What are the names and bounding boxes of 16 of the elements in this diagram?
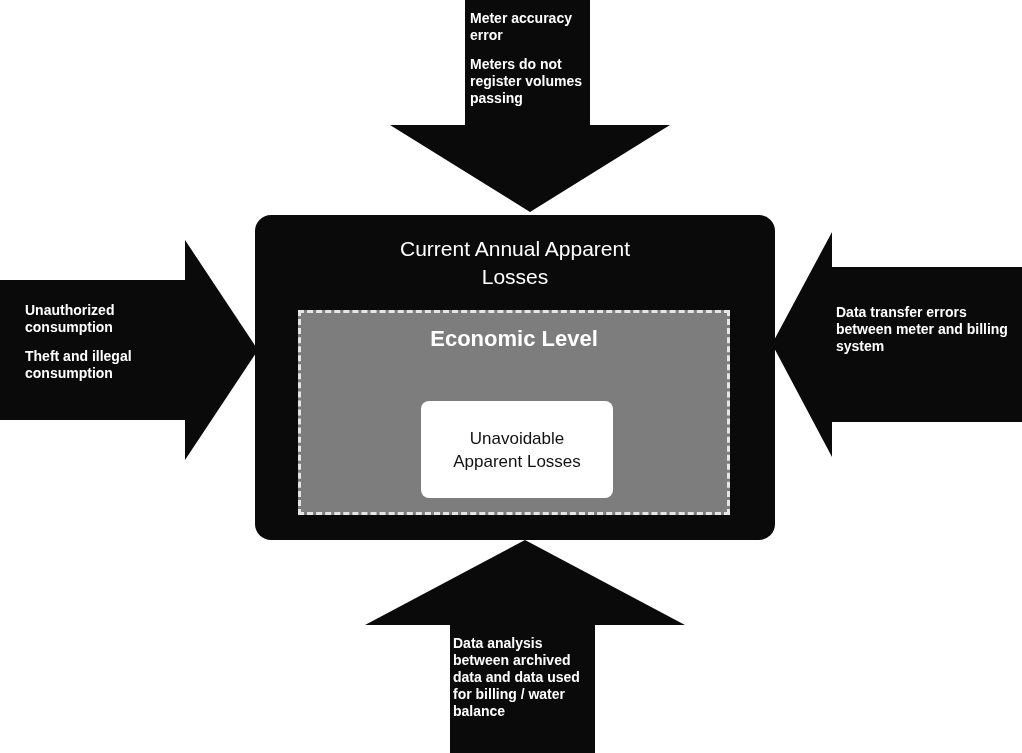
block-arrow: [0, 240, 258, 460]
arrow-text: Unauthorized consumption: [25, 302, 116, 336]
arrow-text: Theft and illegal consumption: [25, 348, 133, 382]
dashed-box: [298, 310, 730, 515]
arrow-text: Meters do not register volumes passing: [470, 56, 584, 107]
outer-panel: [255, 215, 775, 540]
box-text: Unavoidable Apparent Losses: [452, 427, 582, 473]
panel-title: Current Annual Apparent Losses: [399, 236, 631, 290]
block-arrow: [365, 540, 685, 753]
block-arrow: [772, 232, 1022, 457]
arrow-text: Meter accuracy error: [470, 10, 573, 44]
box-title: Economic Level: [430, 325, 598, 353]
arrow-text: Data analysis between archived data and data used for billing / water balance: [453, 635, 581, 720]
block-arrow: [390, 0, 670, 212]
inner-box: [421, 401, 613, 498]
arrow-text: Data transfer errors between meter and billing system: [836, 304, 1009, 355]
